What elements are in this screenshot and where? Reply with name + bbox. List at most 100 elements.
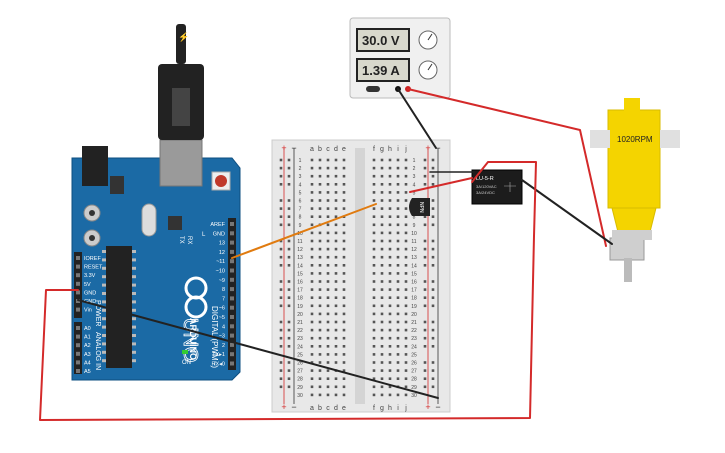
breadboard-hole[interactable]	[404, 231, 408, 235]
breadboard-hole[interactable]	[310, 215, 314, 218]
rail-hole[interactable]	[279, 183, 283, 186]
rail-hole[interactable]	[279, 239, 283, 243]
breadboard-hole[interactable]	[318, 361, 322, 364]
breadboard-hole[interactable]	[372, 353, 376, 356]
breadboard-hole[interactable]	[310, 393, 314, 397]
breadboard-hole[interactable]	[372, 272, 376, 275]
breadboard-hole[interactable]	[342, 174, 346, 178]
breadboard-hole[interactable]	[310, 336, 314, 340]
breadboard-hole[interactable]	[404, 385, 408, 389]
rail-hole[interactable]	[287, 304, 291, 308]
breadboard-hole[interactable]	[404, 320, 408, 324]
rail-hole[interactable]	[287, 247, 291, 251]
breadboard-hole[interactable]	[388, 353, 392, 356]
breadboard-hole[interactable]	[326, 272, 330, 275]
breadboard-hole[interactable]	[372, 320, 376, 324]
header-pin[interactable]	[230, 287, 234, 292]
rail-hole[interactable]	[423, 336, 427, 340]
breadboard-hole[interactable]	[388, 247, 392, 251]
header-pin[interactable]	[230, 222, 234, 226]
rail-hole[interactable]	[287, 199, 291, 202]
breadboard-hole[interactable]	[396, 377, 400, 380]
breadboard-hole[interactable]	[326, 158, 330, 162]
rail-hole[interactable]	[279, 320, 283, 324]
breadboard-hole[interactable]	[388, 191, 392, 194]
rail-hole[interactable]	[287, 385, 291, 389]
rail-hole[interactable]	[423, 166, 427, 170]
breadboard-hole[interactable]	[404, 393, 408, 397]
breadboard-hole[interactable]	[310, 353, 314, 356]
breadboard-hole[interactable]	[318, 183, 322, 186]
breadboard-hole[interactable]	[326, 304, 330, 308]
breadboard-hole[interactable]	[380, 296, 384, 299]
rail-hole[interactable]	[279, 304, 283, 308]
breadboard-hole[interactable]	[388, 377, 392, 380]
breadboard-hole[interactable]	[310, 166, 314, 170]
breadboard-hole[interactable]	[372, 158, 376, 162]
breadboard-hole[interactable]	[326, 369, 330, 372]
breadboard-hole[interactable]	[396, 158, 400, 162]
breadboard-hole[interactable]	[372, 304, 376, 308]
breadboard-hole[interactable]	[334, 183, 338, 186]
breadboard-hole[interactable]	[380, 158, 384, 162]
breadboard-hole[interactable]	[404, 280, 408, 283]
breadboard-hole[interactable]	[380, 247, 384, 251]
breadboard-hole[interactable]	[372, 207, 376, 210]
breadboard-hole[interactable]	[318, 264, 322, 267]
breadboard-hole[interactable]	[388, 296, 392, 299]
breadboard-holes[interactable]	[279, 158, 435, 397]
breadboard-hole[interactable]	[342, 199, 346, 202]
breadboard-hole[interactable]	[318, 385, 322, 389]
breadboard-hole[interactable]	[318, 336, 322, 340]
breadboard-hole[interactable]	[326, 328, 330, 332]
rail-hole[interactable]	[279, 377, 283, 380]
rail-hole[interactable]	[431, 247, 435, 251]
breadboard-hole[interactable]	[396, 207, 400, 210]
rail-hole[interactable]	[279, 361, 283, 364]
breadboard-hole[interactable]	[318, 296, 322, 299]
breadboard-hole[interactable]	[404, 361, 408, 364]
breadboard-hole[interactable]	[396, 320, 400, 324]
header-pin[interactable]	[76, 307, 80, 312]
breadboard-hole[interactable]	[310, 328, 314, 332]
header-pin[interactable]	[230, 305, 234, 310]
rail-hole[interactable]	[279, 158, 283, 162]
breadboard-hole[interactable]	[342, 345, 346, 348]
breadboard-hole[interactable]	[380, 320, 384, 324]
breadboard-hole[interactable]	[326, 255, 330, 259]
breadboard-hole[interactable]	[310, 207, 314, 210]
breadboard-hole[interactable]	[372, 183, 376, 186]
rail-hole[interactable]	[431, 361, 435, 364]
breadboard-hole[interactable]	[372, 385, 376, 389]
breadboard-hole[interactable]	[380, 385, 384, 389]
rail-hole[interactable]	[431, 288, 435, 291]
header-pin[interactable]	[230, 342, 234, 347]
rail-hole[interactable]	[431, 304, 435, 308]
rail-hole[interactable]	[279, 345, 283, 348]
header-pin[interactable]	[230, 333, 234, 338]
rail-hole[interactable]	[423, 264, 427, 267]
breadboard-hole[interactable]	[310, 199, 314, 202]
header-pin[interactable]	[76, 281, 80, 286]
rail-hole[interactable]	[431, 166, 435, 170]
rail-hole[interactable]	[287, 328, 291, 332]
rail-hole[interactable]	[287, 223, 291, 227]
breadboard-hole[interactable]	[380, 312, 384, 316]
breadboard-hole[interactable]	[342, 296, 346, 299]
rail-hole[interactable]	[423, 385, 427, 389]
header-pin[interactable]	[230, 259, 234, 264]
breadboard-hole[interactable]	[404, 312, 408, 316]
rail-hole[interactable]	[431, 345, 435, 348]
header-pin[interactable]	[230, 249, 234, 254]
rail-hole[interactable]	[279, 174, 283, 178]
breadboard-hole[interactable]	[334, 247, 338, 251]
breadboard-hole[interactable]	[404, 239, 408, 243]
breadboard-hole[interactable]	[404, 255, 408, 259]
breadboard-hole[interactable]	[372, 328, 376, 332]
rail-hole[interactable]	[423, 369, 427, 372]
breadboard-hole[interactable]	[396, 345, 400, 348]
breadboard-hole[interactable]	[380, 345, 384, 348]
power-switch[interactable]	[366, 86, 380, 92]
breadboard-hole[interactable]	[388, 215, 392, 218]
